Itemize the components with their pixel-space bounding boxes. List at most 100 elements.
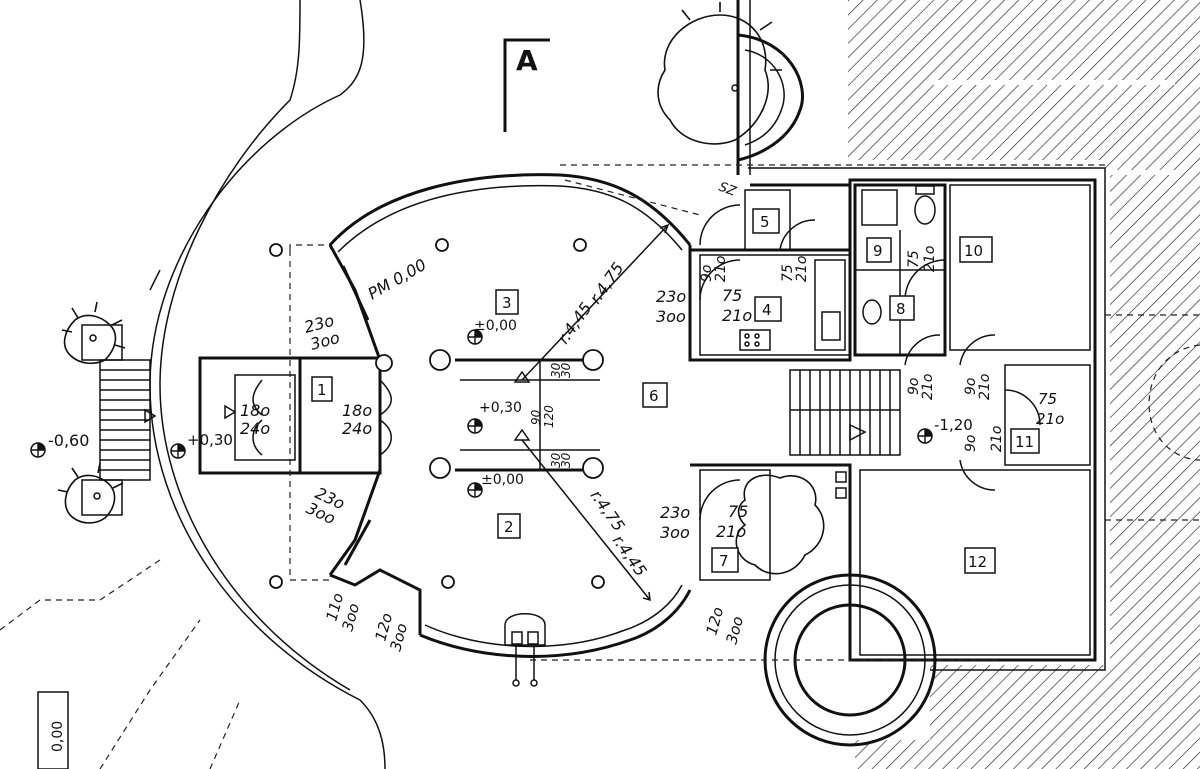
center-triangle-bottom	[513, 428, 531, 441]
dashed-outline-left	[289, 250, 330, 581]
level-box-bottom-left	[37, 691, 69, 769]
column-8	[429, 457, 451, 479]
vestibule-inner	[234, 374, 296, 461]
hob-1	[744, 333, 750, 339]
vestibule-door-1	[252, 379, 263, 456]
level-marker-000-room3: ±0,00	[467, 318, 517, 345]
door-swing-top	[699, 204, 741, 246]
svg-text:4: 4	[762, 301, 772, 319]
column-1	[269, 243, 283, 257]
radius-label-445-top: r.4,45	[554, 299, 596, 347]
column-7	[429, 349, 451, 371]
dim-label: 21o	[722, 306, 752, 325]
dim-label: 23o	[660, 503, 690, 522]
kitchen-counter	[814, 259, 846, 351]
top-bay-dot	[731, 84, 739, 92]
section-marker-label: A	[516, 44, 538, 77]
planter-top-dot	[89, 334, 97, 342]
top-left-wall	[149, 269, 161, 291]
pm-note: PM 0,00	[365, 255, 430, 304]
room-10-tag: 10	[959, 236, 993, 263]
fireplace-box-1	[511, 631, 523, 645]
fireplace	[504, 613, 546, 646]
dashed-terrain-left-3	[209, 699, 241, 769]
level-marker-120: -1,20	[917, 416, 973, 444]
dim-label: 18o	[342, 401, 372, 420]
level-marker-000-room2: ±0,00	[467, 472, 524, 498]
flue-end-2	[530, 679, 538, 687]
dim-label: 21o	[977, 374, 993, 400]
dim-label: 21o	[922, 246, 938, 272]
svg-text:9: 9	[873, 242, 883, 260]
hall-outer-wall	[328, 173, 692, 247]
svg-text:12: 12	[968, 553, 987, 571]
dim-label: 21o	[713, 256, 729, 282]
hall-lower-wall-inner	[424, 584, 683, 648]
toilet-8	[862, 299, 882, 325]
hall-door-bottom	[343, 519, 372, 566]
svg-text:10: 10	[964, 242, 983, 260]
flue-end-1	[512, 679, 520, 687]
svg-text:±0,00: ±0,00	[481, 472, 524, 488]
dim-label: 3oo	[660, 523, 690, 542]
vestibule-door-2	[379, 379, 392, 456]
door-swing-7	[699, 479, 741, 521]
tree-left-top-icon	[61, 301, 126, 365]
column-10	[582, 457, 604, 479]
top-bay-wall-inner	[744, 49, 785, 146]
door-swing-4	[699, 259, 741, 301]
column-4	[269, 575, 283, 589]
dim-label: 24o	[342, 419, 372, 438]
dim-label: 3oo	[656, 307, 686, 326]
dim-label: 21o	[716, 522, 746, 541]
dim-label: 30	[559, 362, 573, 378]
room-12-outline	[859, 469, 1091, 656]
sz-note: SZ	[717, 180, 739, 200]
dim-label: 21o	[989, 426, 1005, 452]
svg-text:±0,00: ±0,00	[474, 318, 517, 334]
door-swing-8	[904, 259, 946, 301]
planter-bottom	[81, 479, 123, 516]
tree-middle-icon	[735, 474, 825, 575]
room-7-tag: 7	[711, 547, 739, 573]
dashed-section-line-right	[1105, 314, 1200, 521]
kitchen-hob	[739, 329, 771, 351]
svg-text:+0,30: +0,30	[479, 400, 522, 416]
dim-label: 23o	[656, 287, 686, 306]
level-marker-030-center: +0,30	[467, 400, 522, 434]
svg-text:+0,30: +0,30	[187, 431, 233, 449]
hall-outer-wall-inner	[337, 184, 683, 253]
dim-label: 9o	[699, 265, 715, 282]
radius-line-top	[521, 224, 669, 381]
dim-label: 21o	[920, 374, 936, 400]
column-6	[591, 575, 605, 589]
dashed-circle-right	[1148, 344, 1200, 461]
room-4-kitchen	[699, 254, 851, 356]
door-swing-lobby-1	[904, 334, 941, 366]
dim-label: 3oo	[722, 614, 747, 646]
interior-stairs	[789, 369, 901, 456]
level-000-bottom: 0,00	[50, 721, 66, 752]
right-wing-outer-wall-2	[748, 167, 1106, 671]
entry-arrow-icon	[144, 408, 157, 424]
hall-left-lower-wall	[328, 469, 382, 576]
room-5-outline	[744, 189, 791, 251]
svg-text:-1,20: -1,20	[934, 416, 973, 434]
hatched-ground-top-right	[930, 85, 1175, 170]
svg-text:-0,60: -0,60	[48, 431, 89, 450]
vestibule-arrow-icon	[224, 404, 237, 420]
dim-label: 21o	[794, 256, 810, 282]
svg-text:1: 1	[317, 381, 327, 399]
hob-4	[754, 341, 760, 347]
dim-label: 30	[549, 452, 563, 468]
dim-label: 75	[906, 250, 922, 268]
column-9	[582, 349, 604, 371]
hob-2	[754, 333, 760, 339]
stairs-arrow-icon	[849, 423, 867, 442]
dashed-terrain-left	[0, 559, 161, 631]
planter-top	[81, 324, 123, 361]
radius-label-475-top: r.4,75	[586, 259, 628, 307]
radius-arrow-top	[659, 223, 670, 234]
room-5-tag: 5	[752, 208, 780, 234]
